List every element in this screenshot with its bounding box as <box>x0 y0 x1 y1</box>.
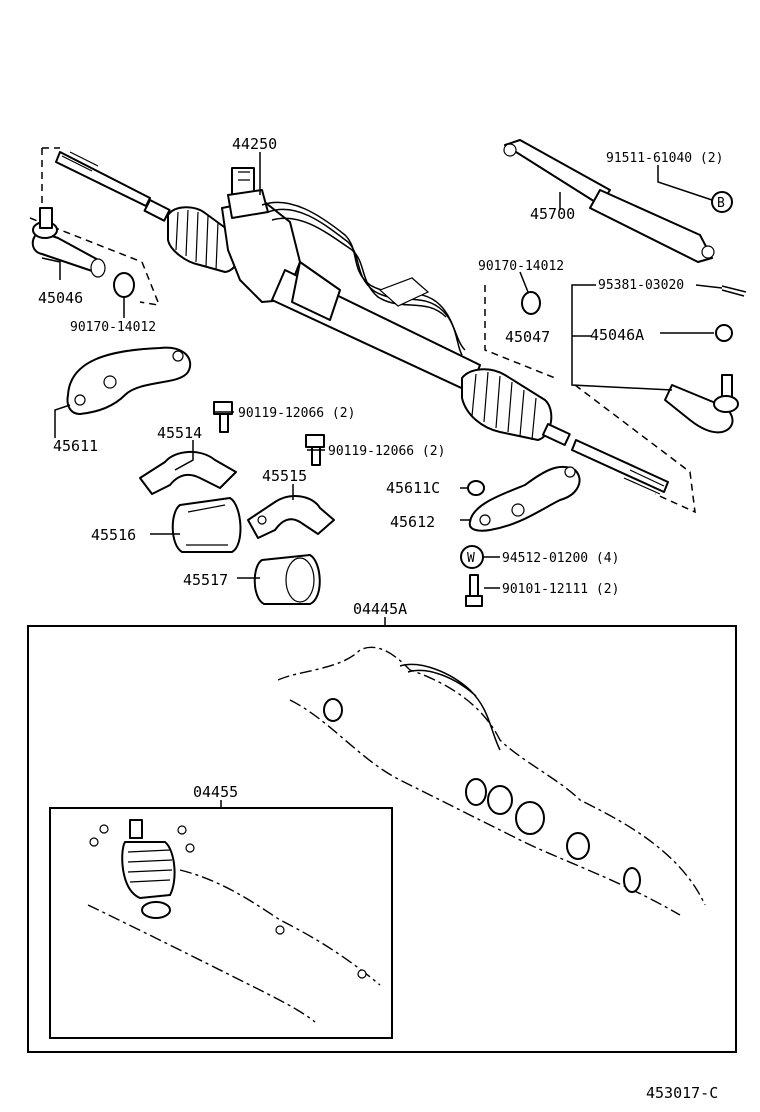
label-45514: 45514 <box>157 424 202 442</box>
figure-id: 453017-C <box>646 1084 718 1102</box>
kit-04445a-box <box>27 625 737 1053</box>
label-91511: 91511-61040 (2) <box>606 151 723 166</box>
label-44250: 44250 <box>232 135 277 153</box>
right-tie-rod-group-outline <box>484 285 696 514</box>
bracket-45611[interactable] <box>66 346 192 415</box>
bushing-45516[interactable] <box>171 497 242 553</box>
label-45046a: 45046A <box>590 326 644 344</box>
label-90119-b: 90119-12066 (2) <box>328 444 445 459</box>
clamp-45514[interactable] <box>139 451 237 495</box>
steering-rack-assembly[interactable] <box>55 151 669 495</box>
seal-kit-04455[interactable] <box>87 819 381 1023</box>
gasket-kit-04445a[interactable] <box>277 646 706 916</box>
label-45046: 45046 <box>38 289 83 307</box>
bolt-90101[interactable] <box>465 574 483 607</box>
label-45517: 45517 <box>183 571 228 589</box>
label-45047: 45047 <box>505 328 550 346</box>
label-90101: 90101-12111 (2) <box>502 582 619 597</box>
tie-rod-end-right[interactable] <box>664 374 739 434</box>
label-90119-a: 90119-12066 (2) <box>238 406 355 421</box>
label-04445a: 04445A <box>353 600 407 618</box>
label-45516: 45516 <box>91 526 136 544</box>
bracket-45612[interactable] <box>468 465 581 532</box>
tie-rod-end-left[interactable] <box>31 207 106 278</box>
bolt-90119-a[interactable] <box>213 401 233 433</box>
label-04455: 04455 <box>193 783 238 801</box>
label-w: W <box>467 551 475 566</box>
label-45515: 45515 <box>262 467 307 485</box>
label-90170-left: 90170-14012 <box>70 320 156 335</box>
bolt-90119-b[interactable] <box>305 434 325 466</box>
label-45700: 45700 <box>530 205 575 223</box>
castle-nut[interactable] <box>715 324 733 342</box>
label-45611c: 45611C <box>386 479 440 497</box>
leader-lines <box>41 152 723 808</box>
damper-clip-b[interactable] <box>711 191 733 213</box>
clamp-45515[interactable] <box>247 495 335 539</box>
label-90170-right: 90170-14012 <box>478 259 564 274</box>
cotter-pin[interactable] <box>721 285 747 297</box>
lock-nut-left[interactable] <box>113 272 135 298</box>
bushing-45611c[interactable] <box>467 480 485 496</box>
kit-04455-box <box>49 807 393 1039</box>
label-45612: 45612 <box>390 513 435 531</box>
steering-damper[interactable] <box>503 139 715 263</box>
label-b: B <box>717 196 725 211</box>
bushing-45517[interactable] <box>253 554 321 605</box>
label-95381: 95381-03020 <box>598 278 684 293</box>
label-45611: 45611 <box>53 437 98 455</box>
label-94512: 94512-01200 (4) <box>502 551 619 566</box>
lock-nut-right[interactable] <box>521 291 541 315</box>
